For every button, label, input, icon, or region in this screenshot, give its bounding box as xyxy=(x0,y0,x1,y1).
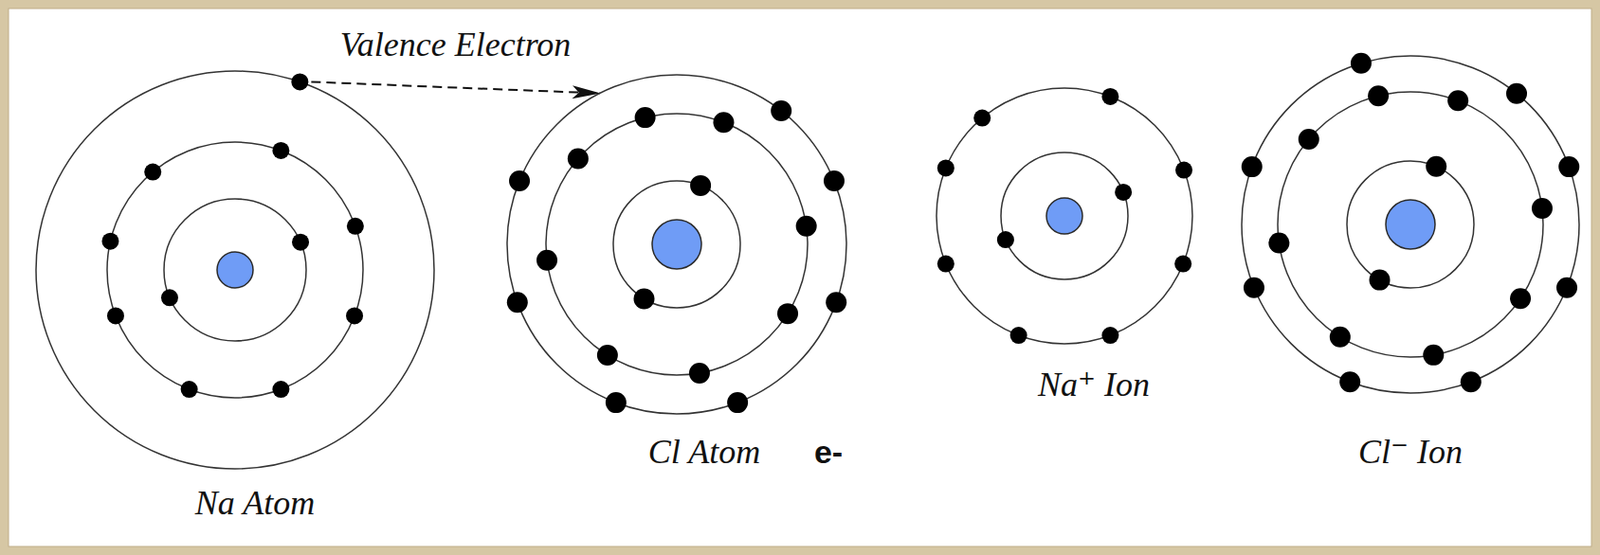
electron xyxy=(1556,277,1578,299)
electron xyxy=(1101,88,1119,106)
atom-shells xyxy=(924,75,1205,357)
arrow-label: Valence Electron xyxy=(340,26,572,66)
electron xyxy=(605,392,627,414)
electron-shell xyxy=(1277,91,1544,358)
nucleus xyxy=(652,219,702,270)
electron xyxy=(1367,85,1389,107)
electron xyxy=(1339,371,1361,393)
atom-shells xyxy=(492,60,861,429)
electron xyxy=(937,255,955,273)
electron-shell xyxy=(507,74,847,415)
nucleus xyxy=(1046,198,1083,235)
atom-shells xyxy=(1227,41,1594,408)
atom-label: Cl Atom xyxy=(648,433,761,473)
electron xyxy=(1243,277,1265,299)
electron xyxy=(144,163,162,182)
electron xyxy=(1506,83,1528,105)
electron-shell xyxy=(936,88,1193,345)
electron xyxy=(509,170,530,192)
electron xyxy=(796,216,818,237)
electron xyxy=(997,231,1015,249)
electron xyxy=(1298,128,1320,150)
electron xyxy=(345,307,364,325)
electron xyxy=(1447,90,1469,111)
electron xyxy=(973,109,991,128)
atom-label: Na⁺ Ion xyxy=(1037,365,1150,405)
electron xyxy=(1460,371,1482,393)
electron xyxy=(689,363,710,384)
electron xyxy=(727,392,748,414)
atom-label: Na Atom xyxy=(195,484,315,524)
electron xyxy=(1010,327,1028,345)
electron xyxy=(712,111,734,133)
electron xyxy=(825,291,847,313)
electron xyxy=(272,142,290,160)
electron xyxy=(770,100,792,122)
electron xyxy=(1114,183,1132,201)
electron xyxy=(1558,156,1580,178)
electron xyxy=(181,381,199,399)
electron-shell xyxy=(545,113,808,376)
electron xyxy=(507,291,528,313)
electron xyxy=(777,303,799,325)
atom-diagram: Na⁺ Ion xyxy=(924,75,1205,357)
white-panel xyxy=(8,8,1592,547)
electron xyxy=(1369,270,1391,291)
electron xyxy=(272,381,290,399)
electron-shell xyxy=(107,142,364,399)
electron xyxy=(536,250,558,272)
electron xyxy=(1422,345,1444,366)
electron xyxy=(1350,53,1372,74)
electron xyxy=(635,107,656,128)
electron xyxy=(1531,198,1553,219)
atom-diagram: Na Atom xyxy=(23,58,447,482)
electron xyxy=(1175,162,1193,180)
electron xyxy=(291,234,310,252)
electron-symbol: e- xyxy=(814,434,843,472)
electron xyxy=(1329,327,1351,348)
electron xyxy=(690,175,711,197)
electron xyxy=(1101,327,1119,345)
atom-shells xyxy=(23,58,447,482)
electron-shell xyxy=(613,181,741,309)
electron xyxy=(1241,156,1263,178)
electron xyxy=(1425,156,1447,178)
electron xyxy=(823,170,845,192)
electron-transfer-arrow xyxy=(310,81,600,93)
electron xyxy=(1509,288,1531,310)
electron xyxy=(567,147,589,169)
electron-shell xyxy=(163,199,307,342)
electron xyxy=(937,159,955,177)
nucleus xyxy=(217,252,254,289)
electron xyxy=(597,345,619,366)
atom-diagram: Cl Atom xyxy=(492,60,861,429)
atom-label: Cl⁻ Ion xyxy=(1358,433,1463,473)
electron xyxy=(290,72,309,91)
electron-shell xyxy=(1346,161,1474,289)
nucleus xyxy=(1385,200,1436,250)
electron xyxy=(107,307,125,325)
electron-shell xyxy=(1241,55,1580,394)
electron xyxy=(633,288,655,310)
electron xyxy=(101,233,119,251)
electron-shell xyxy=(36,71,435,470)
atom-diagram: Cl⁻ Ion xyxy=(1227,41,1594,408)
electron xyxy=(161,289,179,307)
electron xyxy=(1268,232,1290,254)
electron xyxy=(346,218,364,236)
electron xyxy=(1174,255,1192,273)
electron-shell xyxy=(1000,152,1128,280)
